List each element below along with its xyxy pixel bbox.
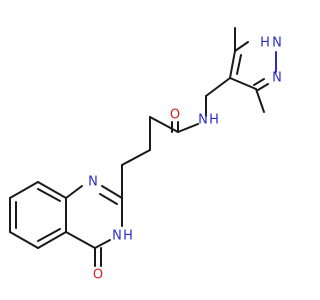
bond-c8a-c8	[37, 181, 67, 199]
bond-c5-c4a	[37, 231, 67, 249]
bond-c3-c4	[229, 77, 257, 90]
bond-c3-methyl	[255, 88, 265, 113]
bond-c8-c7	[9, 181, 39, 199]
atom-n1-quinazoline: N	[88, 175, 98, 190]
amide-linker	[121, 95, 207, 199]
atom-labels: H N N N H O N N H O	[88, 36, 282, 283]
bond-n2-c3-double	[253, 78, 265, 86]
bond-arom-1	[37, 188, 61, 202]
bond-n3-c4	[94, 239, 111, 249]
quinazolinone-ring	[9, 181, 123, 267]
bond-c6-c5	[9, 231, 39, 249]
bond-chain-1	[149, 116, 179, 133]
bond-c2-n1-double	[99, 193, 118, 205]
atom-n3-quinazoline: N	[112, 229, 122, 244]
structure-diagram: H N N N H O N N H O	[9, 27, 282, 283]
molecule-canvas: H N N N H O N N H O	[9, 27, 282, 283]
bond-c4-ch2	[205, 77, 231, 97]
atom-n1-hydrogen: H	[260, 36, 270, 51]
atom-o-quinazolinone: O	[93, 268, 103, 283]
bond-nh-co	[177, 123, 199, 133]
bond-c4-c4a	[65, 231, 96, 249]
bond-c2-n1	[101, 185, 123, 199]
bond-c4-c5-double	[236, 54, 242, 75]
bond-c5-n1	[234, 41, 249, 52]
atom-n1-pyrazole: N	[272, 36, 282, 51]
bond-n2-c3	[257, 83, 269, 91]
atom-n3-hydrogen: H	[123, 229, 133, 244]
atom-n2-pyrazole: N	[272, 71, 282, 86]
atom-n-amide-hydrogen: H	[209, 113, 219, 128]
pyrazole-ring	[205, 27, 277, 113]
atom-o-amide: O	[170, 108, 180, 123]
bond-chain-3	[121, 149, 151, 166]
bond-arom-3	[37, 228, 61, 242]
bond-n1-c8a	[65, 185, 83, 199]
atom-n-amide: N	[198, 113, 208, 128]
bond-c4-c5	[229, 50, 236, 79]
